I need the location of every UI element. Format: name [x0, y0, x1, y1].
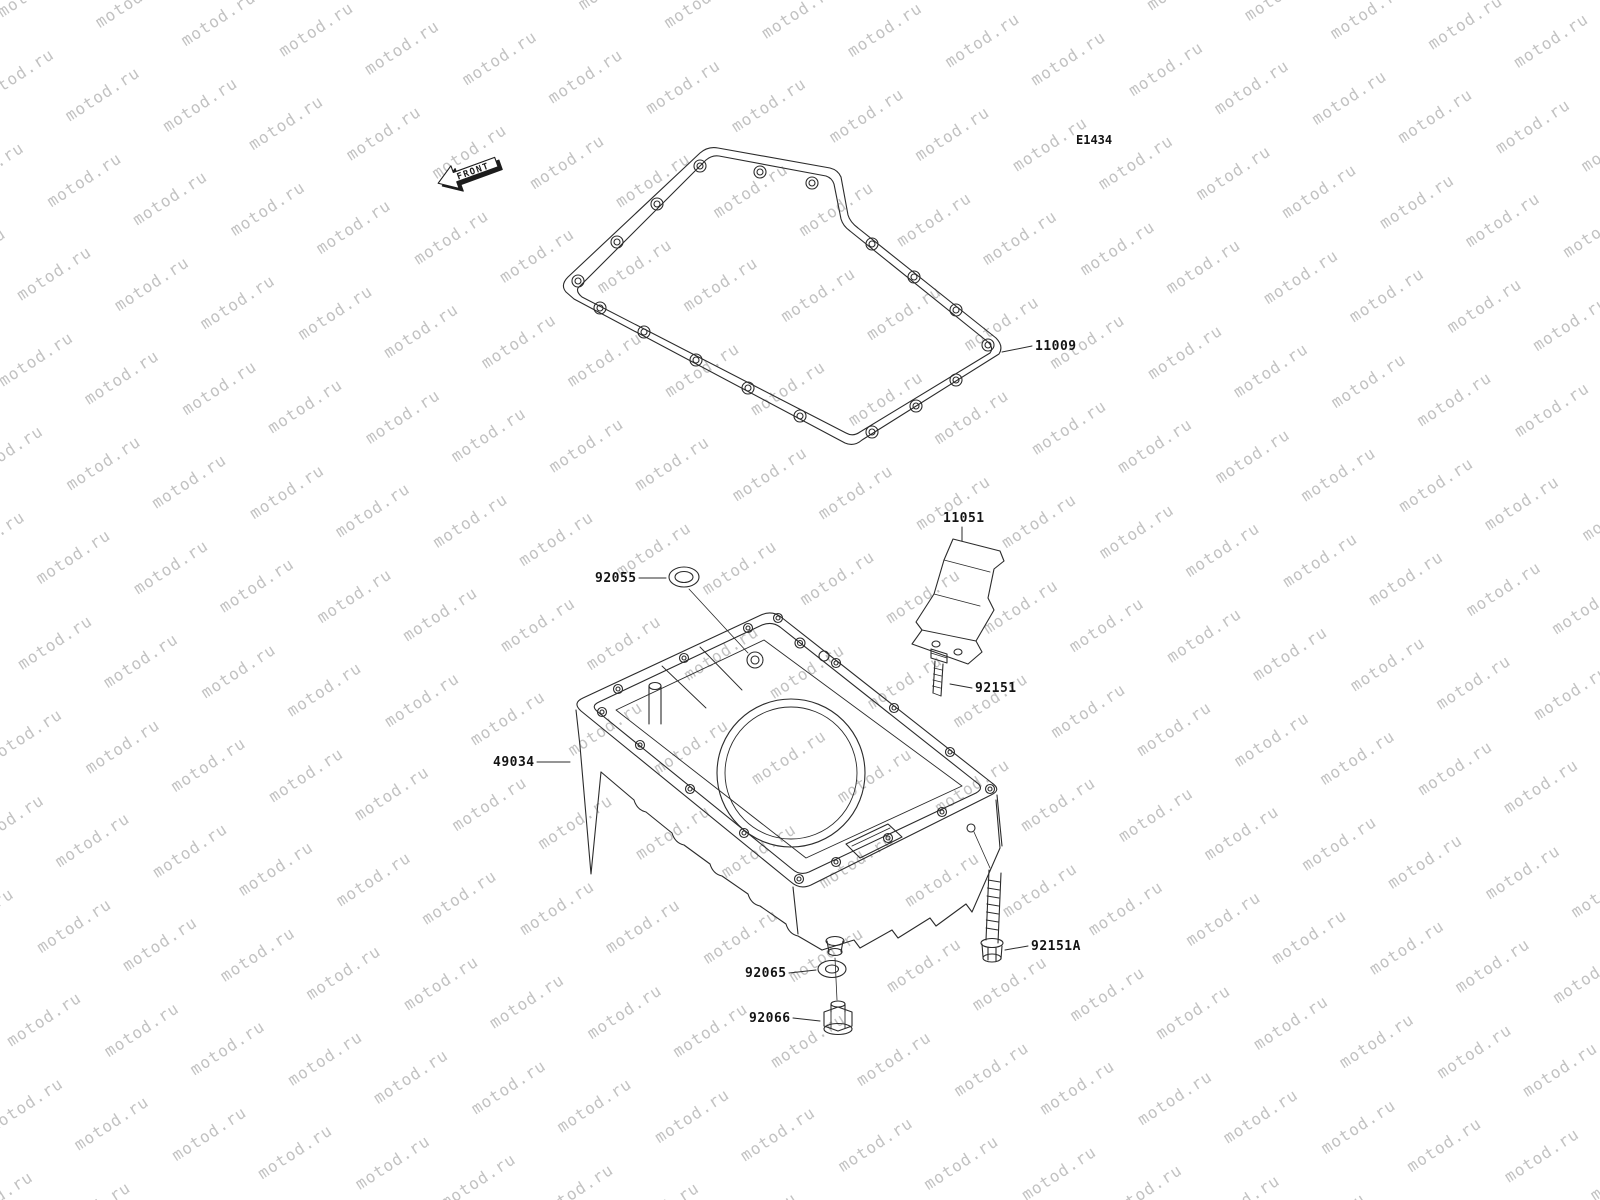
- part-label-washer: 92065: [745, 966, 787, 981]
- drain-plug-drawing: [823, 1000, 853, 1036]
- part-label-oring: 92055: [595, 571, 637, 586]
- gasket-bolt-holes: [571, 159, 995, 439]
- bolt-92151a-drawing: [980, 869, 1004, 963]
- part-label-drain-plug: 92066: [749, 1011, 791, 1026]
- assembly-lines: [688, 588, 991, 1001]
- bolt-92151-drawing: [930, 648, 948, 697]
- bracket-drawing: [911, 538, 1005, 665]
- part-label-bolt-long: 92151A: [1031, 939, 1081, 954]
- pan-rim-bolt-holes: [596, 612, 996, 885]
- oring-drawing: [668, 566, 700, 588]
- part-label-bolt: 92151: [975, 681, 1017, 696]
- diagram-code: E1434: [1076, 133, 1113, 147]
- gasket-drawing: [562, 147, 1002, 446]
- part-label-oil-pan-gasket: 11009: [1035, 339, 1077, 354]
- part-label-oil-pan: 49034: [493, 755, 535, 770]
- front-arrow-icon: FRONT: [437, 156, 503, 192]
- oil-pan-drawing: [575, 612, 1003, 957]
- leader-lines: [536, 345, 1033, 1022]
- washer-drawing: [817, 959, 847, 979]
- part-label-bracket: 11051: [943, 511, 985, 526]
